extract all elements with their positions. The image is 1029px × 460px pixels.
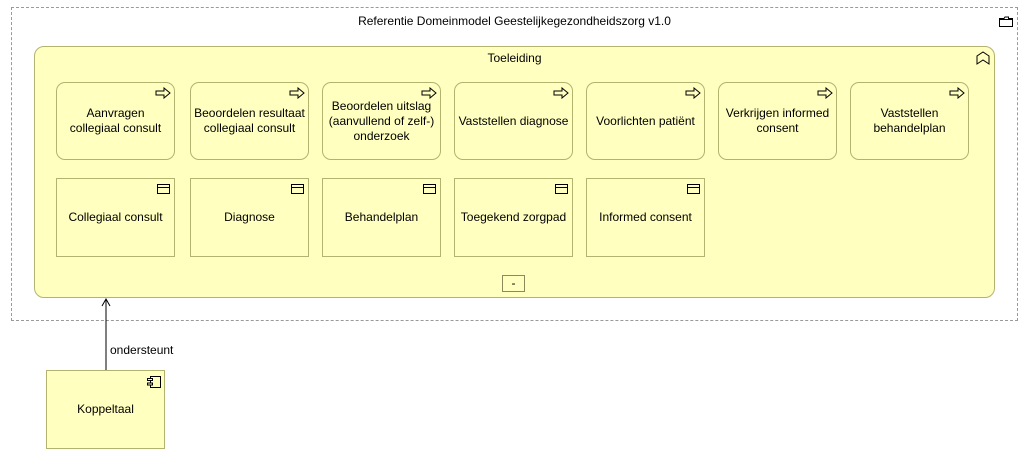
process-label: Vaststellen diagnose [458, 113, 569, 128]
business-function-toeleiding[interactable]: Toeleiding Aanvragen collegiaal consult … [34, 46, 995, 298]
relation-label: ondersteunt [110, 343, 174, 357]
process-arrow-icon [421, 87, 437, 99]
object-label: Collegiaal consult [68, 210, 163, 224]
process-label: Beoordelen uitslag (aanvullend of zelf-)… [328, 98, 435, 143]
business-object-icon [291, 184, 304, 194]
object-toegekend-zorgpad[interactable]: Toegekend zorgpad [454, 178, 573, 257]
process-vaststellen-behandelplan[interactable]: Vaststellen behandelplan [850, 82, 969, 160]
process-arrow-icon [949, 87, 965, 99]
function-title: Toeleiding [487, 51, 542, 65]
process-arrow-icon [553, 87, 569, 99]
object-label: Informed consent [599, 210, 692, 224]
group-title: Referentie Domeinmodel Geestelijkegezond… [358, 14, 671, 28]
process-beoordelen-uitslag[interactable]: Beoordelen uitslag (aanvullend of zelf-)… [322, 82, 441, 160]
process-aanvragen-collegiaal-consult[interactable]: Aanvragen collegiaal consult [56, 82, 175, 160]
process-label: Vaststellen behandelplan [873, 106, 946, 135]
process-arrow-icon [289, 87, 305, 99]
process-beoordelen-resultaat[interactable]: Beoordelen resultaat collegiaal consult [190, 82, 309, 160]
business-object-icon [157, 184, 170, 194]
object-diagnose[interactable]: Diagnose [190, 178, 309, 257]
process-arrow-icon [817, 87, 833, 99]
application-component-icon [147, 376, 161, 388]
process-label: Verkrijgen informed consent [725, 106, 830, 135]
object-label: Diagnose [224, 210, 275, 224]
process-voorlichten-patient[interactable]: Voorlichten patiënt [586, 82, 705, 160]
object-behandelplan[interactable]: Behandelplan [322, 178, 441, 257]
business-object-icon [687, 184, 700, 194]
business-object-icon [423, 184, 436, 194]
process-vaststellen-diagnose[interactable]: Vaststellen diagnose [454, 82, 573, 160]
process-label: Aanvragen collegiaal consult [69, 106, 162, 135]
process-label: Voorlichten patiënt [596, 113, 695, 128]
process-arrow-icon [155, 87, 171, 99]
process-verkrijgen-informed-consent[interactable]: Verkrijgen informed consent [718, 82, 837, 160]
folder-icon [999, 16, 1013, 27]
collapse-button[interactable]: - [502, 275, 525, 292]
component-label: Koppeltaal [77, 402, 134, 416]
process-label: Beoordelen resultaat collegiaal consult [194, 106, 305, 135]
object-label: Toegekend zorgpad [460, 210, 567, 224]
object-collegiaal-consult[interactable]: Collegiaal consult [56, 178, 175, 257]
process-arrow-icon [685, 87, 701, 99]
business-object-icon [555, 184, 568, 194]
object-informed-consent[interactable]: Informed consent [586, 178, 705, 257]
relation-arrowhead [101, 297, 111, 307]
application-component-koppeltaal[interactable]: Koppeltaal [46, 370, 165, 449]
grouping-frame[interactable]: Referentie Domeinmodel Geestelijkegezond… [11, 7, 1018, 321]
function-chevron-icon [976, 51, 990, 65]
object-label: Behandelplan [344, 210, 419, 224]
